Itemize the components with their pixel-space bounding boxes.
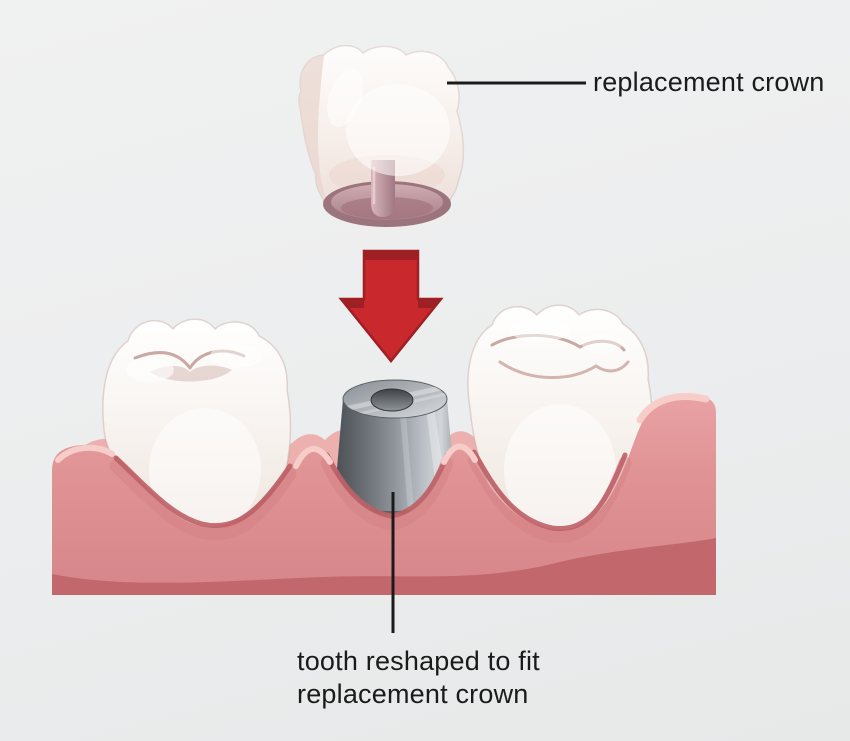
- gum-shadow-center: [320, 456, 454, 531]
- replacement-crown-graphic: [298, 45, 465, 227]
- crown-left-shade: [298, 55, 327, 199]
- gum-crevice-left: [113, 455, 293, 528]
- gum-front: [52, 393, 716, 595]
- abutment-tooth: [333, 379, 457, 514]
- left-molar-gloss: [149, 408, 261, 532]
- gum-margin-shadows: [109, 453, 632, 544]
- crown-gloss-small: [327, 69, 363, 127]
- abutment-body: [334, 390, 456, 513]
- right-molar-cusp-highlight: [510, 318, 570, 342]
- crown-gloss: [346, 84, 450, 176]
- arrow-outline: [338, 249, 444, 363]
- abutment-label-line2: replacement crown: [297, 679, 529, 709]
- right-molar-groove-2: [498, 360, 630, 380]
- left-molar-cusp-highlight: [126, 358, 174, 382]
- gum-crevice-center: [324, 452, 450, 519]
- gum-crest-highlight-2: [441, 443, 478, 465]
- abutment-streak-2: [398, 390, 414, 512]
- right-molar-gloss: [504, 404, 616, 536]
- down-arrow-icon: [338, 249, 444, 363]
- abutment-label-line1: tooth reshaped to fit: [297, 646, 540, 676]
- replacement-crown-label: replacement crown: [593, 66, 825, 99]
- right-molar-cusp-highlight-2: [582, 334, 622, 354]
- gum-front-layer: [52, 394, 716, 595]
- gum-crevice-right: [471, 449, 628, 532]
- left-molar: [102, 318, 292, 580]
- replacement-crown-label-text: replacement crown: [593, 67, 825, 97]
- gum-crest-highlight-1: [293, 446, 333, 469]
- gum-crevices: [113, 449, 628, 532]
- arrow-fill: [341, 260, 441, 361]
- gum-crest-highlights: [55, 393, 710, 469]
- abutment-hole: [370, 388, 414, 412]
- left-molar-cusp-highlight-2: [210, 344, 262, 368]
- arrow-fill-group: [341, 260, 441, 361]
- gum-crest-highlight-left: [55, 444, 115, 463]
- gum-bottom-band: [52, 538, 716, 595]
- abutment-label: tooth reshaped to fit replacement crown: [297, 645, 540, 711]
- gum-shadow-right: [467, 453, 632, 544]
- gum-shadow-left: [109, 459, 297, 540]
- gum-crest-highlight-right: [636, 393, 710, 424]
